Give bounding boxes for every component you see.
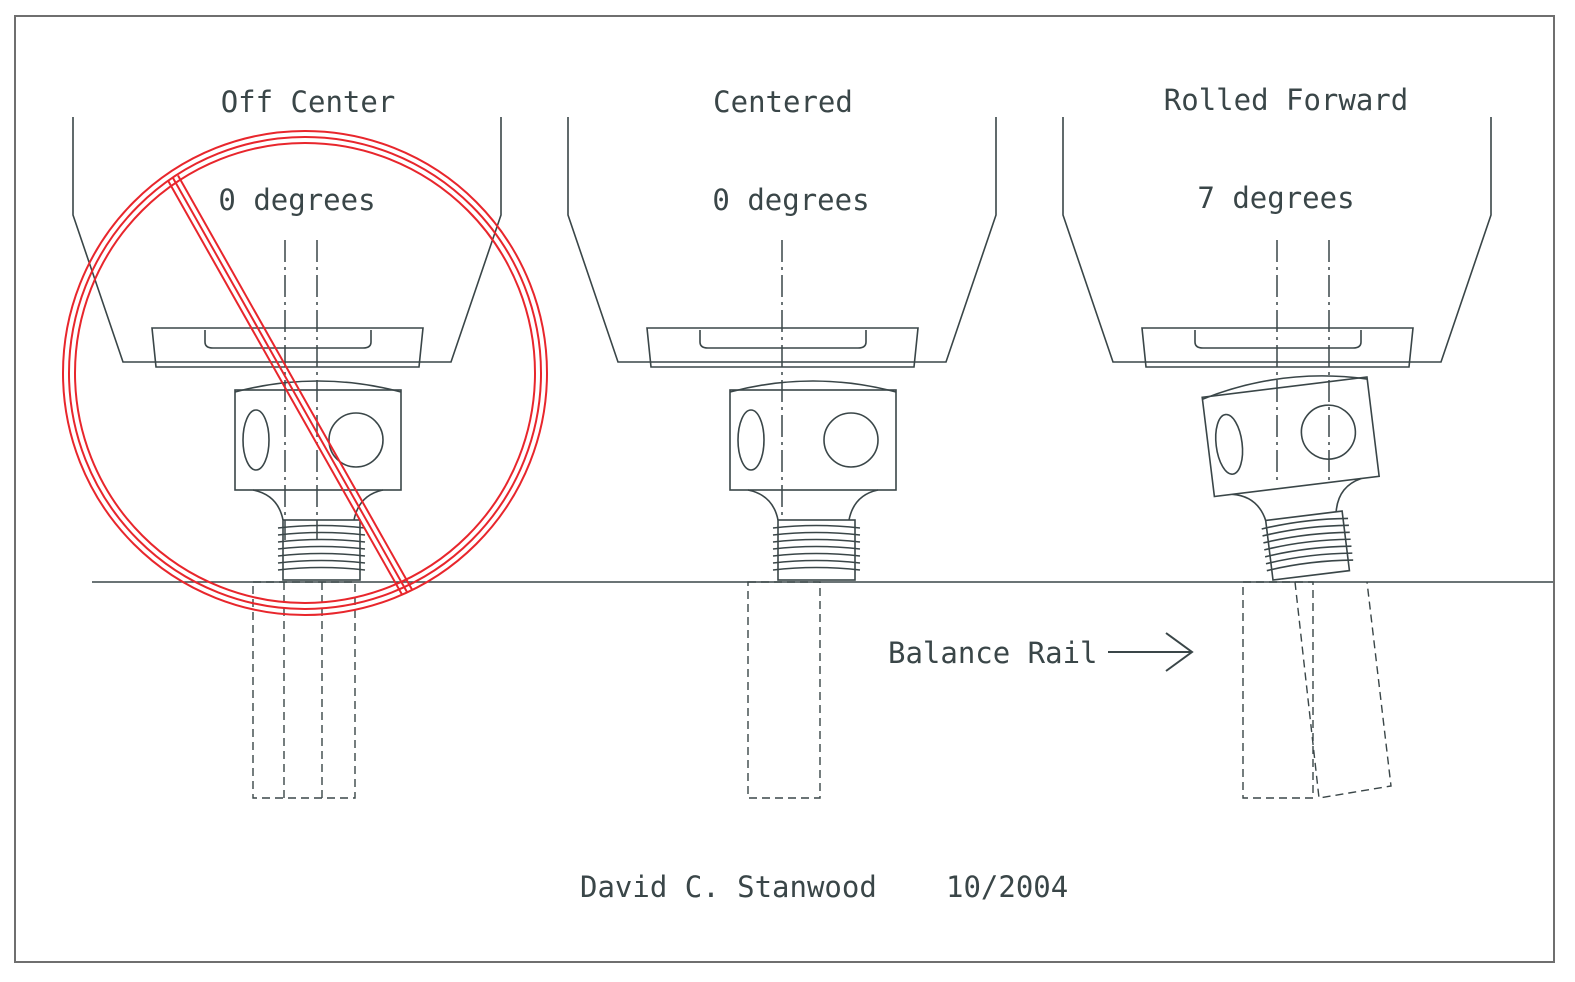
panel-title-rolled-forward: Rolled Forward [1164, 83, 1408, 117]
thread-line [772, 538, 861, 543]
prohibited-icon [62, 130, 548, 616]
key-pad [151, 327, 424, 368]
balance-pin-hidden [747, 581, 821, 799]
diagram-frame [14, 15, 1555, 963]
nut-hole-oval [242, 409, 270, 471]
prohibited-slash [167, 180, 403, 595]
nut-hole-round [328, 412, 384, 468]
nut-hole-round [823, 412, 879, 468]
thread-line [1264, 545, 1352, 558]
thread-line [1265, 552, 1353, 565]
thread-line [277, 559, 366, 564]
nut-top [1202, 375, 1368, 400]
nut-neck-right [848, 489, 879, 521]
panel-title-centered: Centered [713, 85, 853, 119]
credit-date: 10/2004 [946, 870, 1068, 904]
thread-line [1262, 524, 1349, 537]
nut-neck-left [1232, 493, 1267, 521]
thread-stem [282, 519, 361, 581]
balance-pin-hidden [1242, 581, 1314, 799]
balance-pin-tilted-hole [1294, 581, 1392, 799]
nut-top [729, 380, 897, 393]
key-pad-recess [1194, 330, 1362, 349]
thread-stem [777, 519, 856, 581]
thread-line [1263, 531, 1350, 544]
nut-hole-oval [1214, 413, 1244, 475]
bushing-nut [1201, 375, 1381, 581]
key-pad [646, 327, 919, 368]
thread-line [772, 552, 861, 557]
thread-line [1264, 538, 1351, 551]
nut-neck-left [252, 489, 284, 521]
nut-block [729, 389, 897, 491]
prohibited-ring [74, 142, 536, 604]
key-pad-recess [204, 330, 372, 349]
bushing-nut [729, 380, 897, 581]
prohibited-ring [68, 136, 542, 610]
thread-line [277, 531, 366, 536]
thread-line [1261, 517, 1349, 530]
nut-neck-left [747, 489, 779, 521]
nut-neck-right [353, 489, 384, 521]
bushing-nut [234, 380, 402, 581]
panel-angle-centered: 0 degrees [712, 183, 869, 217]
thread-line [772, 524, 861, 529]
key-pad-recess [699, 330, 867, 349]
key-pad [1141, 327, 1414, 368]
panel-angle-off-center: 0 degrees [218, 183, 375, 217]
nut-hole-round [1300, 404, 1357, 460]
key-assembly-3 [1062, 117, 1492, 799]
thread-line [277, 545, 366, 550]
thread-line [277, 524, 366, 529]
credit-author: David C. Stanwood [580, 870, 877, 904]
thread-stem [1264, 510, 1351, 581]
thread-line [277, 566, 366, 571]
thread-line [772, 566, 861, 571]
nut-block [1201, 376, 1381, 498]
thread-line [772, 559, 861, 564]
prohibited-slash [172, 177, 408, 593]
balance-rail-label: Balance Rail [888, 636, 1098, 670]
nut-top [234, 380, 402, 393]
balance-rail-arrow-icon [1108, 632, 1194, 672]
key-assembly-1 [62, 117, 548, 799]
nut-hole-oval [737, 409, 765, 471]
panel-title-off-center: Off Center [221, 85, 396, 119]
nut-block [234, 389, 402, 491]
thread-line [772, 531, 861, 536]
nut-neck-right [1335, 477, 1362, 512]
prohibited-ring [62, 130, 548, 616]
balance-pin-hidden [252, 581, 356, 799]
thread-line [277, 552, 366, 557]
thread-line [277, 538, 366, 543]
thread-line [772, 545, 861, 550]
key-assembly-2 [567, 117, 997, 799]
thread-line [1266, 559, 1354, 572]
key-outline [72, 117, 502, 363]
panel-angle-rolled-forward: 7 degrees [1197, 181, 1354, 215]
prohibited-slash [177, 175, 413, 590]
